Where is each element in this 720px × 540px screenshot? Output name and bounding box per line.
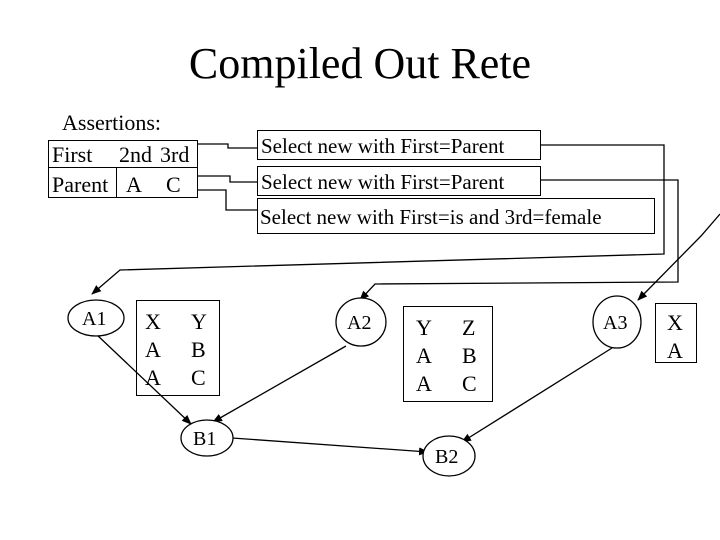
table-a2-cell: C: [462, 371, 477, 396]
page-title: Compiled Out Rete: [188, 39, 532, 88]
assertions-header-2nd: 2nd: [119, 142, 152, 167]
table-a1-header-x: X: [145, 309, 161, 334]
assertions-cell-a: A: [126, 172, 142, 197]
table-a2-header-y: Y: [416, 315, 432, 340]
connector-a3-b2: [461, 347, 613, 443]
table-a3-cell: A: [667, 338, 683, 363]
node-a3-shape: [592, 295, 642, 349]
table-a1-cell: A: [145, 365, 161, 390]
assertions-col-divider: [116, 168, 117, 198]
node-a1-label: A1: [82, 308, 107, 330]
select-text-3: Select new with First=is and 3rd=female: [260, 205, 602, 229]
node-b2-shape: [422, 435, 476, 477]
table-a1-header-y: Y: [191, 309, 207, 334]
connector-a2-b1: [212, 345, 347, 423]
connector-select1-a1: [91, 144, 665, 295]
assertions-table: [48, 140, 198, 198]
node-b1-shape: [180, 419, 234, 457]
node-a1-shape: [67, 299, 125, 337]
node-b1-label: B1: [193, 428, 217, 450]
node-a3-label: A3: [603, 312, 628, 334]
connector-assertions-select2: [198, 175, 257, 183]
assertions-header-3rd: 3rd: [160, 142, 190, 167]
table-a1-cell: B: [191, 337, 206, 362]
table-a3: X A: [655, 303, 697, 363]
node-b2-label: B2: [435, 446, 459, 468]
connector-select2-a2: [359, 179, 679, 301]
connector-a1-b1: [95, 333, 192, 425]
assertions-header-first: First: [52, 142, 93, 167]
select-text-2: Select new with First=Parent: [261, 170, 505, 194]
connector-select3-a3: [637, 213, 720, 301]
select-box-2: Select new with First=Parent: [257, 166, 541, 196]
table-a2-header-z: Z: [462, 315, 476, 340]
assertions-heading: Assertions:: [62, 110, 161, 135]
table-a2-cell: A: [416, 371, 432, 396]
select-box-1: Select new with First=Parent: [257, 130, 541, 160]
table-a1: X Y A B A C: [136, 300, 220, 396]
table-a2-cell: A: [416, 343, 432, 368]
connector-assertions-select3: [198, 189, 257, 211]
assertions-cell-c: C: [166, 172, 181, 197]
select-text-1: Select new with First=Parent: [261, 134, 505, 158]
table-a1-cell: C: [191, 365, 206, 390]
node-a2-shape: [335, 297, 387, 347]
assertions-cell-parent: Parent: [52, 172, 109, 197]
assertions-table-divider: [48, 140, 198, 168]
table-a1-cell: A: [145, 337, 161, 362]
node-a2-label: A2: [347, 312, 372, 334]
connector-b1-b2: [231, 437, 429, 456]
select-box-3: Select new with First=is and 3rd=female: [257, 198, 655, 234]
table-a2: Y Z A B A C: [403, 306, 493, 402]
table-a2-cell: B: [462, 343, 477, 368]
table-a3-header-x: X: [667, 310, 683, 335]
connector-assertions-select1: [198, 143, 257, 149]
